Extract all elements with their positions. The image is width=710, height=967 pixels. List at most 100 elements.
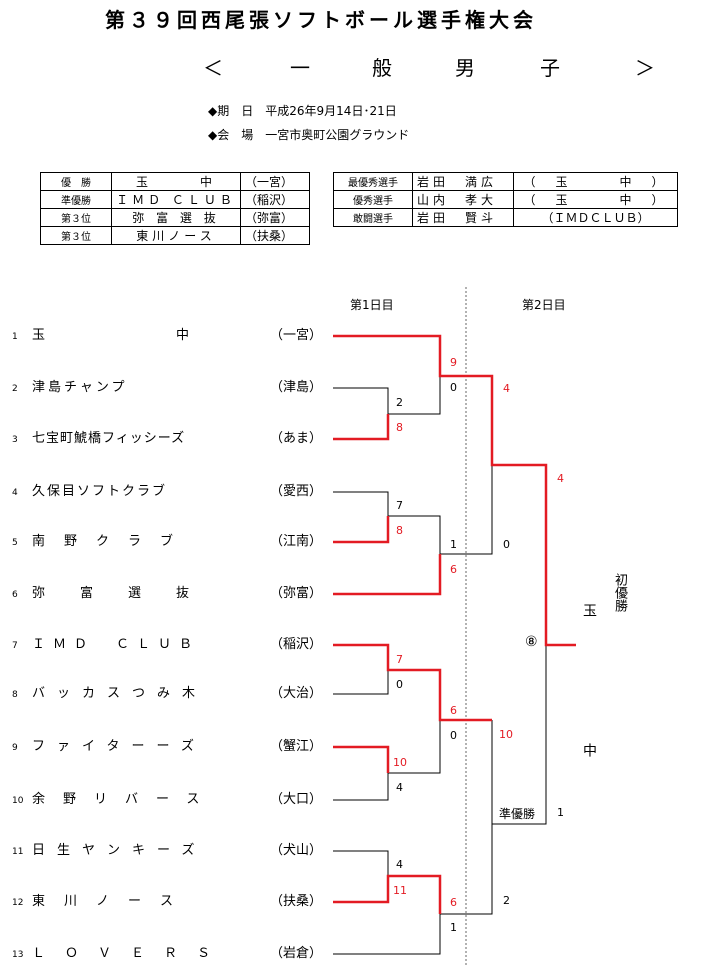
- score-m7-8-bottom: 0: [396, 678, 403, 691]
- bracket-line-lose: [333, 773, 389, 801]
- score-m11-12-bottom: 11: [393, 884, 407, 897]
- score-r2-4-bottom: 1: [450, 921, 457, 934]
- score-sf-bot-bottom: 2: [503, 894, 510, 907]
- score-final-bottom: 1: [557, 806, 564, 819]
- subtitle-open-bracket: ＜: [203, 56, 223, 80]
- final-note-mark: ⑧: [525, 634, 538, 650]
- team-name: ＩＭＤ ＣＬＵＢ: [32, 637, 201, 652]
- team-row: 10 余野リバース （大口）: [12, 790, 322, 810]
- team-number: 10: [12, 796, 24, 806]
- team-name: 津島チャンプ: [32, 380, 128, 395]
- score-r2-4-top: 6: [450, 896, 457, 909]
- team-area: （大口）: [270, 792, 323, 807]
- bracket-line-win: [333, 874, 442, 914]
- award-name: 岩田 賢斗: [412, 208, 514, 227]
- score-sf-bot-top: 10: [499, 728, 513, 741]
- bracket-line-win: [333, 554, 442, 596]
- bracket-line-lose: [388, 720, 441, 774]
- bracket-line-lose: [440, 465, 493, 555]
- result-area: （弥富）: [240, 208, 310, 227]
- runner-up-label: 準優勝: [499, 805, 536, 822]
- team-area: （愛西）: [270, 484, 323, 499]
- awards-table: 最優秀選手 岩田 満広 （ 玉 中 ） 優秀選手 山内 孝大 （ 玉 中 ） 敢…: [333, 172, 678, 227]
- score-final-top: 4: [557, 472, 564, 485]
- team-row: 2 津島チャンプ （津島）: [12, 378, 322, 398]
- bracket-line-win: [333, 414, 390, 441]
- team-name: 東 川 ノ ー ス: [32, 894, 177, 909]
- score-m4-5-bottom: 8: [396, 524, 403, 537]
- team-area: （津島）: [270, 380, 323, 395]
- score-m9-10-top: 10: [393, 756, 407, 769]
- team-number: 5: [12, 538, 18, 548]
- score-m9-10-bottom: 4: [396, 781, 403, 794]
- team-number: 2: [12, 384, 18, 394]
- bracket-line-lose: [388, 376, 441, 415]
- team-number: 13: [12, 950, 24, 960]
- team-name: 日生ヤンキーズ: [32, 843, 207, 858]
- info-date: ◆期 日 平成26年9月14日･21日: [208, 102, 397, 119]
- team-area: （岩倉）: [270, 946, 323, 961]
- bracket-line-win: [333, 516, 390, 544]
- info-venue-value: 一宮市奥町公園グラウンド: [265, 128, 410, 142]
- award-row: 最優秀選手 岩田 満広 （ 玉 中 ）: [333, 172, 678, 191]
- result-team: 東川ノース: [111, 226, 241, 245]
- info-date-value: 平成26年9月14日･21日: [265, 104, 397, 118]
- bracket-line-win: [333, 334, 576, 647]
- team-name: 久保目ソフトクラブ: [32, 484, 168, 499]
- team-number: 11: [12, 847, 24, 857]
- team-name: 余野リバース: [32, 792, 218, 807]
- score-r2-3-bottom: 0: [450, 729, 457, 742]
- team-row: 11 日生ヤンキーズ （犬山）: [12, 841, 322, 861]
- subtitle-close-bracket: ＞: [635, 56, 655, 80]
- team-name: 南 野 ク ラ ブ: [32, 534, 177, 549]
- round-1-header: 第1日目: [350, 298, 394, 312]
- team-number: 7: [12, 641, 18, 651]
- team-number: 8: [12, 690, 18, 700]
- info-venue-label: 会 場: [217, 128, 254, 142]
- bracket-line-lose: [333, 387, 389, 414]
- team-name: ＬＯＶＥＲＳ: [32, 946, 231, 961]
- team-number: 1: [12, 332, 18, 342]
- team-name: 弥 富 選 抜: [32, 586, 193, 601]
- score-r2-2-top: 1: [450, 538, 457, 551]
- team-number: 6: [12, 590, 18, 600]
- score-m11-12-top: 4: [396, 858, 403, 871]
- team-area: （犬山）: [270, 843, 323, 858]
- subtitle-char-4: 子: [540, 56, 560, 80]
- result-team: ＩＭＤ ＣＬＵＢ: [111, 190, 241, 209]
- bracket-line-lose: [492, 645, 547, 825]
- bracket-line-win: [333, 643, 492, 722]
- team-area: （蟹江）: [270, 739, 323, 754]
- score-r2-1-bottom: 0: [450, 381, 457, 394]
- subtitle-char-1: 一: [290, 56, 310, 80]
- subtitle-char-2: 般: [372, 56, 392, 80]
- result-area: （扶桑）: [240, 226, 310, 245]
- champion-label: 初優勝: [612, 573, 627, 612]
- result-team: 弥 富 選 抜: [111, 208, 241, 227]
- bracket-line-lose: [333, 914, 441, 955]
- award-row: 敢闘選手 岩田 賢斗 （ＩＭＤＣＬＵＢ）: [333, 208, 678, 227]
- subtitle-char-3: 男: [455, 56, 475, 80]
- bracket-line-lose: [333, 850, 389, 876]
- diamond-icon: ◆: [208, 104, 218, 118]
- result-rank: 第３位: [40, 226, 112, 245]
- award-row: 優秀選手 山内 孝大 （ 玉 中 ）: [333, 190, 678, 209]
- score-m2-3-top: 2: [396, 396, 403, 409]
- round-2-header: 第2日目: [522, 298, 566, 312]
- award-name: 岩田 満広: [412, 172, 514, 191]
- result-row: 第３位 東川ノース （扶桑）: [40, 226, 310, 245]
- team-name: 七宝町鯱橋フィッシーズ: [32, 431, 186, 446]
- team-number: 9: [12, 743, 18, 753]
- team-name: バッカスつみ木: [32, 686, 208, 701]
- bracket-line-win: [333, 745, 390, 773]
- score-sf-top-top: 4: [503, 382, 510, 395]
- award-team: （ 玉 中 ）: [513, 190, 678, 209]
- champion-team: 玉 中: [581, 603, 597, 813]
